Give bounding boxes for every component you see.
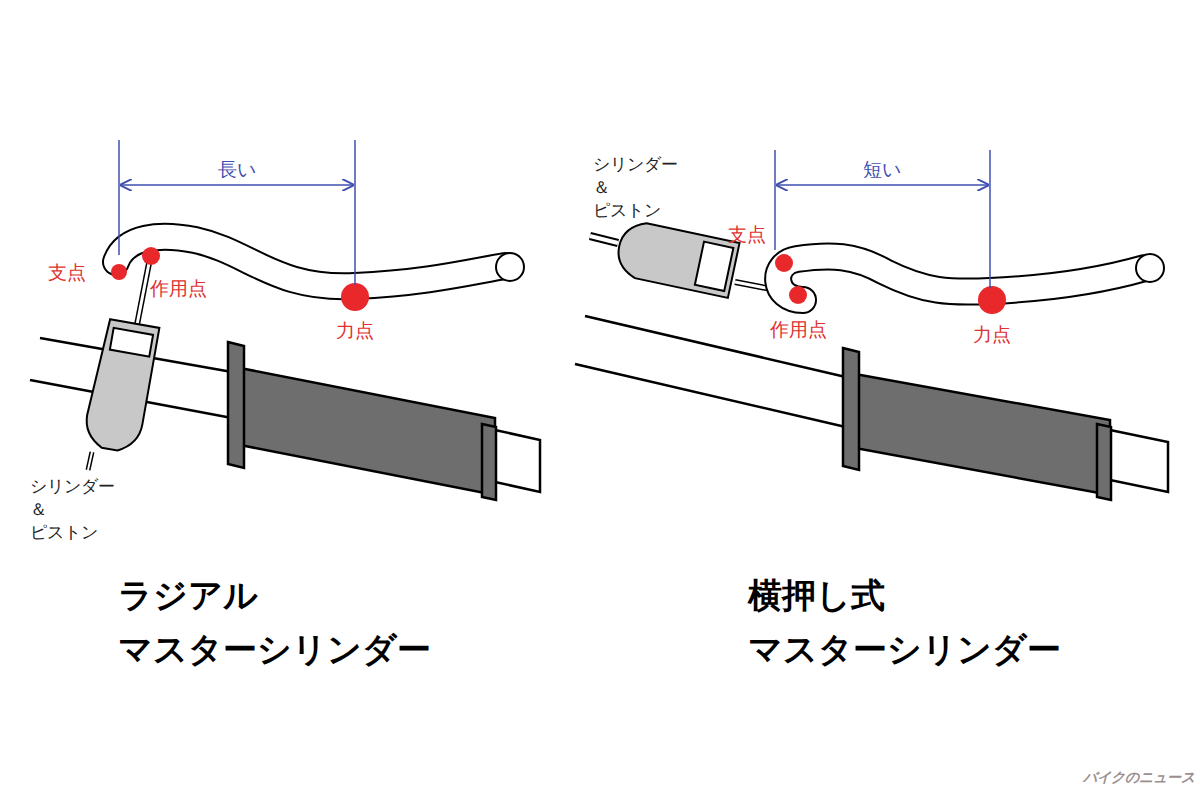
watermark: バイクのニュース xyxy=(1083,768,1195,787)
lever-left xyxy=(111,237,524,311)
fulcrum-label: 支点 xyxy=(48,260,86,286)
master-cylinder-left xyxy=(82,258,159,470)
part-label: シリンダー＆ ピストン xyxy=(593,153,678,222)
handlebar-right xyxy=(575,316,1168,500)
fulcrum-label: 支点 xyxy=(728,222,766,248)
effort-point-label: 力点 xyxy=(973,322,1011,348)
type-title: ラジアル マスターシリンダー xyxy=(118,568,431,677)
load-point-label: 作用点 xyxy=(770,317,827,343)
dimension-right xyxy=(775,150,990,288)
type-title: 横押し式 マスターシリンダー xyxy=(748,568,1061,677)
dimension-label: 短い xyxy=(863,157,901,183)
load-point-label: 作用点 xyxy=(150,276,207,302)
dimension-label: 長い xyxy=(218,157,256,183)
part-label: シリンダー＆ ピストン xyxy=(30,475,115,544)
effort-point-label: 力点 xyxy=(336,318,374,344)
lever-right xyxy=(775,254,1164,314)
dimension-left xyxy=(119,140,355,285)
